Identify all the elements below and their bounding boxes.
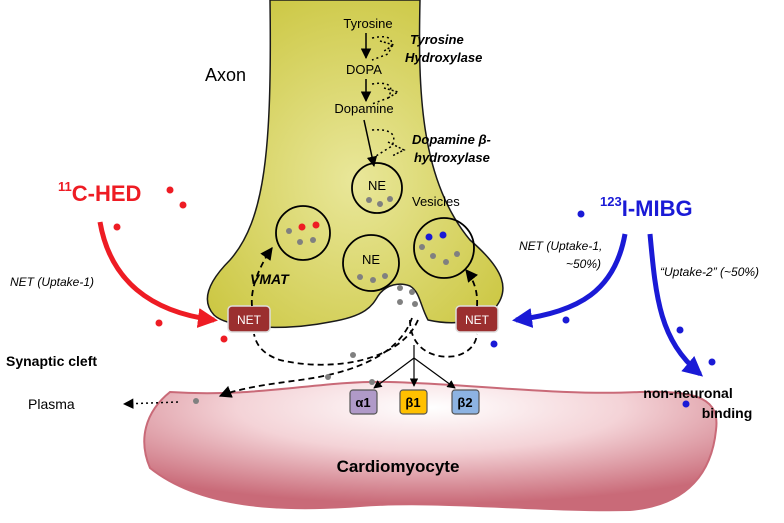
dopa-decarboxylase-dotted-arrow	[371, 82, 392, 105]
receptor-beta1: β1	[399, 389, 428, 415]
hed-name: C-HED	[72, 181, 142, 206]
vesicle-center: NE	[342, 234, 400, 292]
nonneuronal-label-2: binding	[702, 405, 753, 421]
tyrosine-hydroxylase-label-2: Hydroxylase	[405, 50, 482, 65]
axon-terminal	[206, 0, 504, 329]
vmat-label: VMAT	[250, 271, 290, 287]
vmat-dashed-arrow-right	[465, 269, 479, 307]
tyrosine-label: Tyrosine	[343, 16, 392, 31]
tyrosine-hydroxylase-dotted-arrow-head	[379, 40, 396, 52]
mibg-mass-number: 123	[600, 194, 622, 209]
dopa-label: DOPA	[346, 62, 382, 77]
plasma-dotted-arrow	[122, 398, 179, 409]
receptor-fan-arrows	[373, 345, 456, 389]
dopa-dotted-arrow-head	[383, 87, 400, 99]
receptor-alpha1-label: α1	[355, 395, 370, 410]
mibg-route-label-1: NET (Uptake-1,	[519, 239, 602, 253]
nonneuronal-label-1: non-neuronal	[643, 385, 732, 401]
vesicle-hed	[275, 205, 331, 261]
dbh-label-2: hydroxylase	[414, 150, 490, 165]
vesicle-mibg	[413, 217, 475, 279]
tyrosine-hydroxylase-dotted-arrow	[371, 36, 393, 61]
spillover-dashed-arrow	[218, 317, 413, 398]
cardiomyocyte-label: Cardiomyocyte	[337, 457, 460, 476]
receptor-beta1-label: β1	[405, 395, 420, 410]
axon-label: Axon	[205, 65, 246, 85]
hed-mass-number: 11	[58, 179, 72, 194]
dbh-dotted-arrow-head	[387, 141, 406, 157]
mibg-uptake1-arrow	[512, 233, 628, 328]
mibg-dots	[490, 210, 716, 408]
mibg-route-label-2: ~50%)	[566, 257, 601, 271]
reuptake-dashed-loop-right	[409, 319, 478, 358]
mibg-uptake2-label: “Uptake-2” (~50%)	[660, 265, 759, 279]
dopamine-label: Dopamine	[334, 101, 393, 116]
vesicles-label: Vesicles	[412, 194, 460, 209]
vesicle-top-ne-label: NE	[368, 178, 386, 193]
mibg-name: I-MIBG	[622, 196, 693, 221]
net-transporter-right: NET	[455, 305, 499, 333]
vesicle-top: NE	[351, 162, 403, 214]
net-left-label: NET	[237, 313, 262, 327]
cardiomyocyte-cell	[143, 380, 718, 512]
mibg-uptake2-arrow	[647, 233, 704, 377]
vesicle-center-ne-label: NE	[362, 252, 380, 267]
tyrosine-hydroxylase-label-1: Tyrosine	[410, 32, 464, 47]
mibg-title: 123I-MIBG	[600, 194, 693, 221]
svg-text:123I-MIBG: 123I-MIBG	[600, 194, 693, 221]
net-right-label: NET	[465, 313, 490, 327]
receptor-beta2-label: β2	[457, 395, 472, 410]
vmat-dashed-arrow-left	[250, 246, 273, 307]
svg-text:11C-HED: 11C-HED	[58, 179, 141, 206]
reuptake-dashed-loop-left	[253, 319, 419, 366]
arrow-dopamine-ne	[363, 119, 378, 168]
plasma-label: Plasma	[28, 396, 75, 412]
hed-dots	[113, 186, 228, 343]
receptor-beta2: β2	[451, 389, 480, 415]
net-transporter-left: NET	[227, 305, 271, 333]
dbh-label-1: Dopamine β-	[412, 132, 491, 147]
synaptic-cleft-label: Synaptic cleft	[6, 353, 97, 369]
receptor-alpha1: α1	[349, 389, 378, 415]
hed-route-label: NET (Uptake-1)	[10, 275, 94, 289]
dbh-dotted-arrow	[371, 129, 395, 157]
hed-uptake-arrow	[97, 221, 218, 328]
cleft-ne-dots	[193, 285, 418, 404]
hed-title: 11C-HED	[58, 179, 141, 206]
